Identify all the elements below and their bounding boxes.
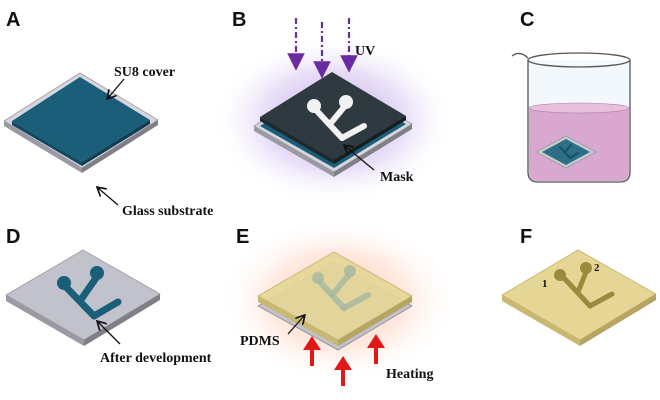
sealed-pdms-chip xyxy=(501,249,657,346)
panel-e: E PDMS Heating xyxy=(220,218,456,386)
after-development-label: After development xyxy=(100,351,212,366)
heating-arrows xyxy=(303,334,385,386)
chip-in-developer xyxy=(535,135,597,169)
panel-letter-e: E xyxy=(236,226,249,248)
panel-d: D After development xyxy=(5,226,212,366)
port-1-label: 1 xyxy=(542,278,548,290)
su8-layer xyxy=(12,77,150,166)
glass-substrate-label: Glass substrate xyxy=(122,204,213,219)
panel-letter-a: A xyxy=(6,9,20,31)
pdms-label: PDMS xyxy=(240,334,280,349)
development-arrow xyxy=(98,322,121,345)
sealed-channel xyxy=(561,269,615,309)
heating-label: Heating xyxy=(386,367,433,382)
developed-reservoir-1 xyxy=(57,276,71,290)
mask-label: Mask xyxy=(380,170,414,185)
su8-cover-label: SU8 cover xyxy=(114,65,175,80)
port-2-label: 2 xyxy=(594,262,600,274)
uv-label: UV xyxy=(355,44,375,59)
mask-channel-pattern xyxy=(313,103,367,141)
panel-letter-c: C xyxy=(520,9,534,31)
glass-arrow xyxy=(98,188,119,206)
developed-reservoir-2 xyxy=(90,266,104,280)
pdms-channel-imprint xyxy=(317,273,371,311)
panel-letter-b: B xyxy=(232,9,246,31)
panel-f: F 1 2 xyxy=(501,226,657,346)
panel-a: A SU8 cover Glass substrate xyxy=(3,9,213,219)
pdms-reservoir-1 xyxy=(312,272,324,284)
inlet-port-2 xyxy=(580,262,592,274)
inlet-port-1 xyxy=(554,269,566,281)
beaker-spout xyxy=(511,52,529,59)
panel-c: C xyxy=(511,9,631,183)
mask-arrow xyxy=(345,146,375,171)
panel-letter-d: D xyxy=(6,226,20,248)
pdms-reservoir-2 xyxy=(344,265,356,277)
su8-arrow xyxy=(108,78,125,98)
mask-reservoir-1 xyxy=(307,99,321,113)
pdms-arrow xyxy=(287,316,304,335)
uv-arrows xyxy=(287,18,358,79)
panel-b: B UV Mask xyxy=(212,9,456,205)
developed-su8-channel xyxy=(62,274,122,320)
mask-reservoir-2 xyxy=(339,95,353,109)
panel-letter-f: F xyxy=(520,226,532,248)
